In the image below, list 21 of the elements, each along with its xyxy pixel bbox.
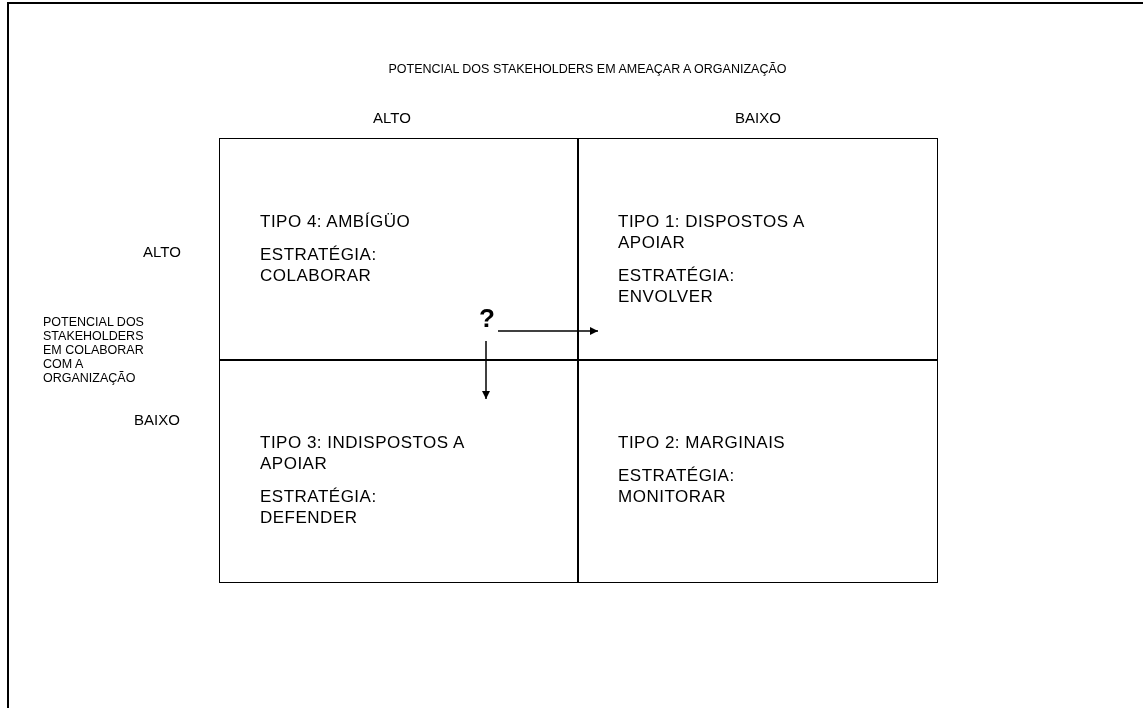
quadrant-type: TIPO 4: AMBÍGÜO [260, 211, 412, 232]
quadrant-strategy: ESTRATÉGIA: MONITORAR [618, 465, 736, 507]
axis-label: BAIXO [734, 108, 782, 128]
quadrant-strategy: ESTRATÉGIA: DEFENDER [260, 486, 378, 528]
quadrant-type: TIPO 2: MARGINAIS [618, 432, 787, 453]
axis-label: POTENCIAL DOS STAKEHOLDERS EM AMEAÇAR A ORGANIZAÇÃO [387, 61, 788, 78]
arrow [482, 340, 490, 400]
axis-label: BAIXO [134, 410, 181, 430]
quadrant-type: TIPO 3: INDISPOSTOS A APOIAR [260, 432, 465, 474]
axis-label: ALTO [372, 108, 412, 128]
quadrant-cell [577, 359, 938, 583]
quadrant-cell [577, 138, 938, 361]
quadrant-strategy: ESTRATÉGIA: COLABORAR [260, 244, 378, 286]
question-mark: ? [475, 303, 499, 333]
axis-label: POTENCIAL DOS STAKEHOLDERS EM COLABORAR COM A ORGANIZAÇÃO [43, 315, 145, 385]
quadrant-cell [219, 138, 579, 361]
quadrant-cell [219, 359, 579, 583]
quadrant-strategy: ESTRATÉGIA: ENVOLVER [618, 265, 736, 307]
quadrant-type: TIPO 1: DISPOSTOS A APOIAR [618, 211, 805, 253]
arrow [497, 327, 599, 335]
axis-label: ALTO [143, 242, 182, 262]
